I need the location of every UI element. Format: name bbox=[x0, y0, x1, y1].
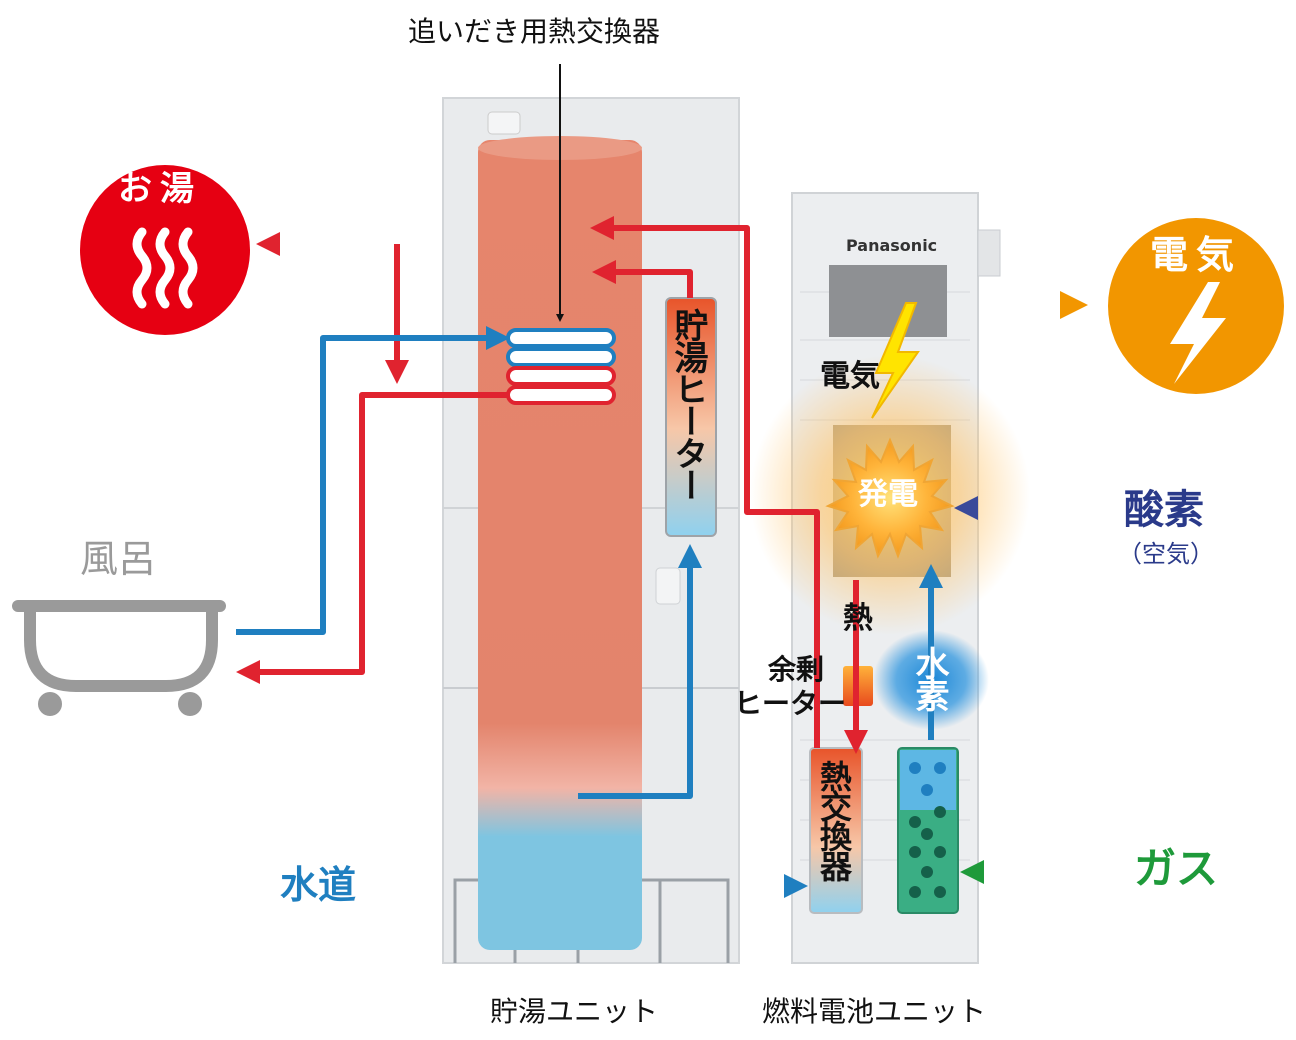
surplus-heater-label-line2: ヒーター bbox=[734, 687, 847, 720]
oidaki-heat-exchanger-label: 追いだき用熱交換器 bbox=[408, 15, 661, 48]
bath-supply-arrow bbox=[236, 392, 508, 684]
power-generation-label: 発電 bbox=[858, 477, 918, 512]
hot-water-label: お湯 bbox=[118, 169, 202, 209]
water-supply-label: 水道 bbox=[280, 863, 357, 907]
electricity-out-label: 電気 bbox=[1150, 233, 1243, 277]
brand-label: Panasonic bbox=[846, 236, 938, 255]
lightning-icon bbox=[1170, 282, 1226, 384]
inner-lightning-icon bbox=[871, 302, 920, 419]
heat-label: 熱 bbox=[843, 601, 873, 636]
heater-to-tank-arrow bbox=[592, 260, 693, 298]
bath-label: 風呂 bbox=[80, 537, 157, 581]
hydrogen-label: 水素 bbox=[909, 646, 949, 710]
exchanger-to-tank-arrow bbox=[590, 216, 820, 748]
tank-heater-label: 貯湯ヒーター bbox=[668, 308, 708, 500]
fuel-cell-unit-label: 燃料電池ユニット bbox=[762, 995, 987, 1028]
gas-label: ガス bbox=[1134, 844, 1219, 893]
electricity-badge bbox=[1108, 218, 1284, 394]
reheat-coils bbox=[506, 328, 616, 405]
oxygen-label: 酸素 bbox=[1124, 487, 1204, 533]
storage-unit-label: 貯湯ユニット bbox=[490, 995, 659, 1028]
heat-exchanger-label: 熱交換器 bbox=[815, 760, 853, 880]
power-generation-burst bbox=[825, 437, 955, 559]
bath-return-arrow bbox=[236, 326, 510, 635]
heat-exchanger-box bbox=[809, 747, 863, 914]
gas-tank bbox=[897, 747, 959, 914]
electricity-inner-label: 電気 bbox=[820, 359, 880, 394]
hot-water-badge bbox=[80, 165, 250, 335]
bathtub-icon bbox=[12, 600, 226, 716]
surplus-heater-label-line1: 余剰 bbox=[768, 653, 825, 686]
air-label: （空気） bbox=[1118, 540, 1214, 568]
tank-to-heater-arrow bbox=[578, 544, 702, 799]
